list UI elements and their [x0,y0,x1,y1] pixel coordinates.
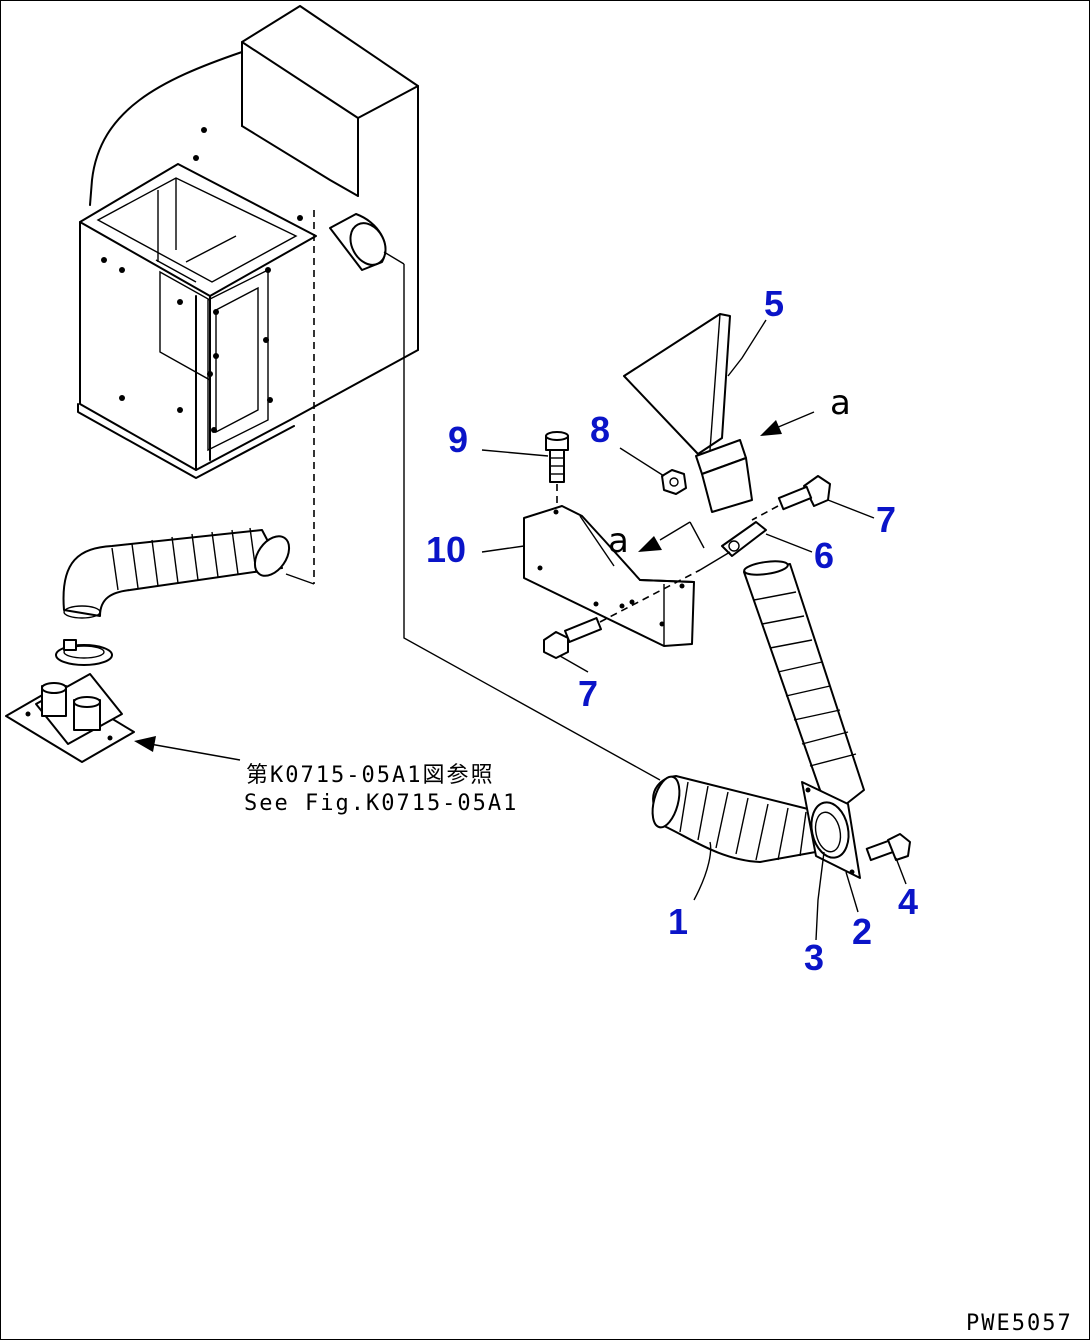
view-mark-lower: a [608,521,629,561]
part-2-3-flange [801,781,861,879]
part-1-hose [651,775,839,863]
view-arrow-lower [638,521,705,552]
callout-8: 8 [590,409,610,450]
part-7-bolt-upper [777,475,831,511]
callout-9: 9 [448,419,468,460]
callout-4: 4 [898,881,918,922]
callout-2: 2 [852,911,872,952]
leader-lines [481,319,907,941]
part-9-bolt [545,431,569,483]
callout-1: 1 [668,901,688,942]
view-arrow-upper [760,411,815,436]
part-8-nut [661,469,687,495]
callout-10: 10 [426,529,466,570]
hose-left [62,527,291,619]
part-7-bolt-lower [543,617,603,659]
view-mark-upper: a [830,383,851,423]
hose-vertical [743,560,865,813]
figure-code: PWE5057 [966,1311,1073,1336]
routing-line [403,264,661,781]
callout-3: 3 [804,937,824,978]
reference-leader [149,743,241,761]
part-6-clip [721,521,767,557]
callout-7-lower: 7 [578,673,598,714]
reference-arrow [134,736,156,752]
hose-clamp [55,639,113,666]
part-10-bracket [523,505,695,647]
part-5-duct [623,313,753,513]
heater-unit [77,5,419,479]
part-4-screw [865,833,911,862]
callout-5: 5 [764,283,784,324]
reference-text-jp: 第K0715-05A1図参照 [246,763,494,788]
reference-text-en: See Fig.K0715-05A1 [244,791,518,816]
callout-7-upper: 7 [876,499,896,540]
reference-assembly [5,673,135,763]
callout-6: 6 [814,535,834,576]
